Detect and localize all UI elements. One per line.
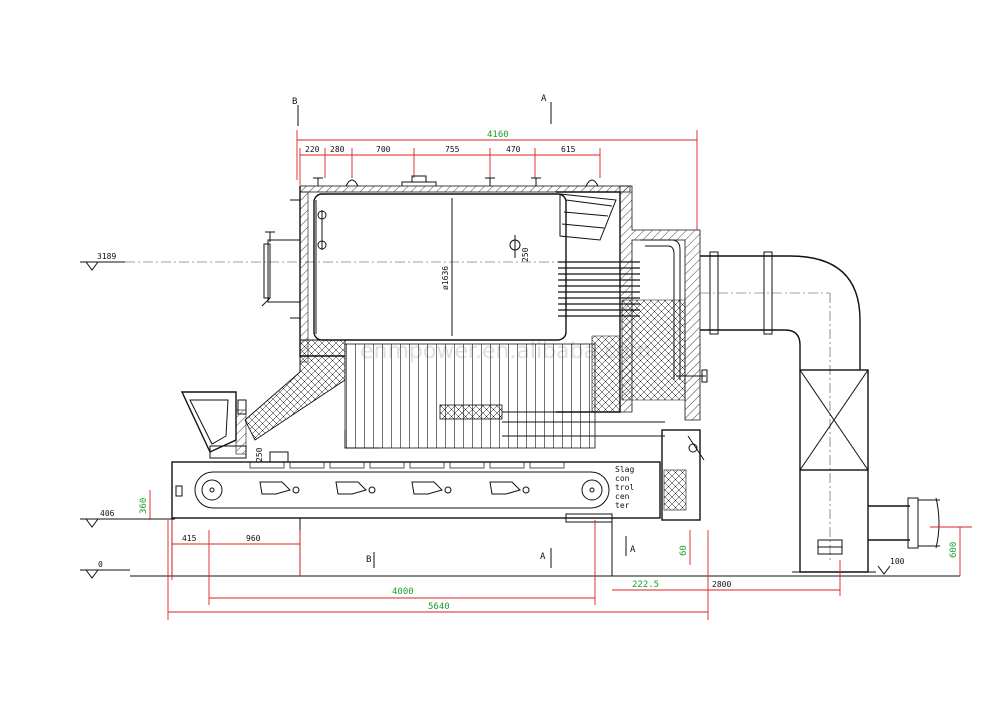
dim-nozzle-250: 250 xyxy=(521,247,530,262)
slag-label-3: trol xyxy=(615,483,634,492)
dim-755: 755 xyxy=(445,145,460,154)
dim-700: 700 xyxy=(376,145,391,154)
dim-280: 280 xyxy=(330,145,345,154)
section-marks: B A B A A xyxy=(292,94,636,568)
dim-100: 100 xyxy=(890,557,905,566)
level-mark-3189: 3189 xyxy=(80,252,560,271)
dim-5640: 5640 xyxy=(428,602,450,612)
foundation xyxy=(171,517,613,577)
steam-drum: ø1636 250 xyxy=(313,193,567,341)
dim-415: 415 xyxy=(182,534,197,543)
level-mark-0: 0 xyxy=(80,560,130,579)
slag-label-2: con xyxy=(615,474,630,483)
dim-drum-diameter: ø1636 xyxy=(441,266,450,290)
dim-600: 600 xyxy=(949,542,959,558)
slag-label-5: ter xyxy=(615,501,630,510)
boiler-casing xyxy=(299,175,631,363)
bottom-dimensions: 360 415 960 4000 5640 222.5 2800 60 600 xyxy=(139,490,972,620)
dim-960: 960 xyxy=(246,534,261,543)
dim-222-5: 222.5 xyxy=(632,580,659,590)
dim-220: 220 xyxy=(305,145,320,154)
chain-grate: Slag con trol cen ter xyxy=(171,461,661,523)
slag-label-4: cen xyxy=(615,492,630,501)
section-mark-a-top: A xyxy=(541,94,547,104)
dim-4000: 4000 xyxy=(392,587,414,597)
dim-250-side: 250 xyxy=(255,447,264,462)
level-mark-406: 406 xyxy=(80,509,175,528)
front-header xyxy=(261,199,301,319)
section-mark-b-top: B xyxy=(292,97,297,107)
flue-duct xyxy=(700,251,861,560)
dim-615: 615 xyxy=(561,145,576,154)
top-dimensions: 4160 220 280 700 755 470 615 xyxy=(296,130,698,230)
dim-360: 360 xyxy=(139,498,149,514)
dim-470: 470 xyxy=(506,145,521,154)
slag-label-1: Slag xyxy=(615,465,634,474)
dim-overall-4160: 4160 xyxy=(487,130,509,140)
dim-60: 60 xyxy=(679,545,689,556)
section-mark-b-bottom: B xyxy=(366,555,371,565)
rear-wall xyxy=(619,185,708,521)
level-406-label: 406 xyxy=(100,509,115,518)
furnace-front-wall xyxy=(244,339,346,441)
level-0-label: 0 xyxy=(98,560,103,569)
dim-2800: 2800 xyxy=(712,580,731,589)
dust-collector: 100 xyxy=(792,369,940,575)
level-3189-label: 3189 xyxy=(97,252,116,261)
section-mark-a-bottom: A xyxy=(540,552,546,562)
section-mark-a-right: A xyxy=(630,545,636,555)
water-wall-tubes xyxy=(344,343,665,449)
